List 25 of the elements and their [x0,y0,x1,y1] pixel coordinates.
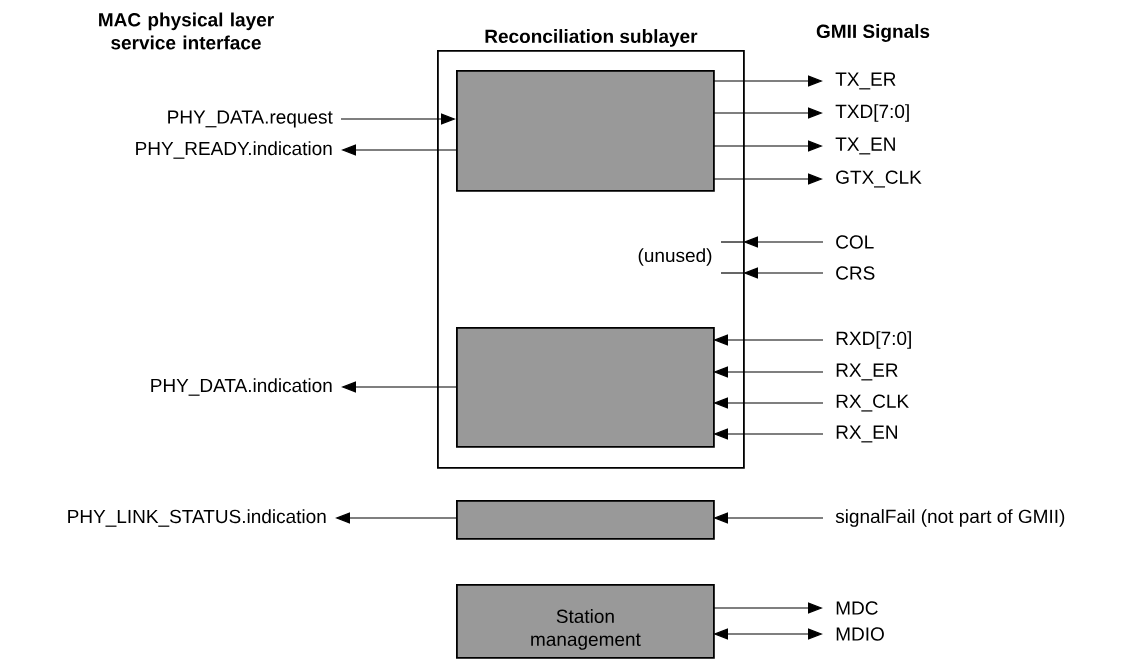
signal-name: TX_ER [835,72,896,90]
signal-name: PHY_DATA.indication [151,378,332,396]
signal-name: RX_EN [836,425,897,443]
column-heading: MAC physical layer service interface [99,12,274,50]
signal-name: RX_CLK [836,394,909,412]
signal-name: MDC [836,601,878,615]
node-label: Reconciliation sublayer [485,29,698,47]
signal-name: PHY_DATA.request [168,110,333,128]
note: (unused) [638,248,712,266]
signal-name: CRS [836,266,875,280]
function-block [456,70,715,192]
signal-name: MDIO [836,627,884,641]
signal-name: TXD[7:0] [835,104,909,122]
signal-name: PHY_LINK_STATUS.indication [68,509,326,527]
signal-name: PHY_READY.indication [136,141,332,159]
signal-name: RX_ER [836,363,898,381]
signal-name: GTX_CLK [836,170,922,188]
signal-name: TX_EN [835,137,895,155]
column-heading: GMII Signals [816,24,930,42]
management-box: Station management [456,584,715,659]
signal-name: RXD[7:0] [836,331,911,349]
signal-name: COL [836,235,874,249]
signal-name: signalFail (not part of GMII) [835,509,1065,527]
function-block [456,500,715,540]
function-block [456,327,715,448]
